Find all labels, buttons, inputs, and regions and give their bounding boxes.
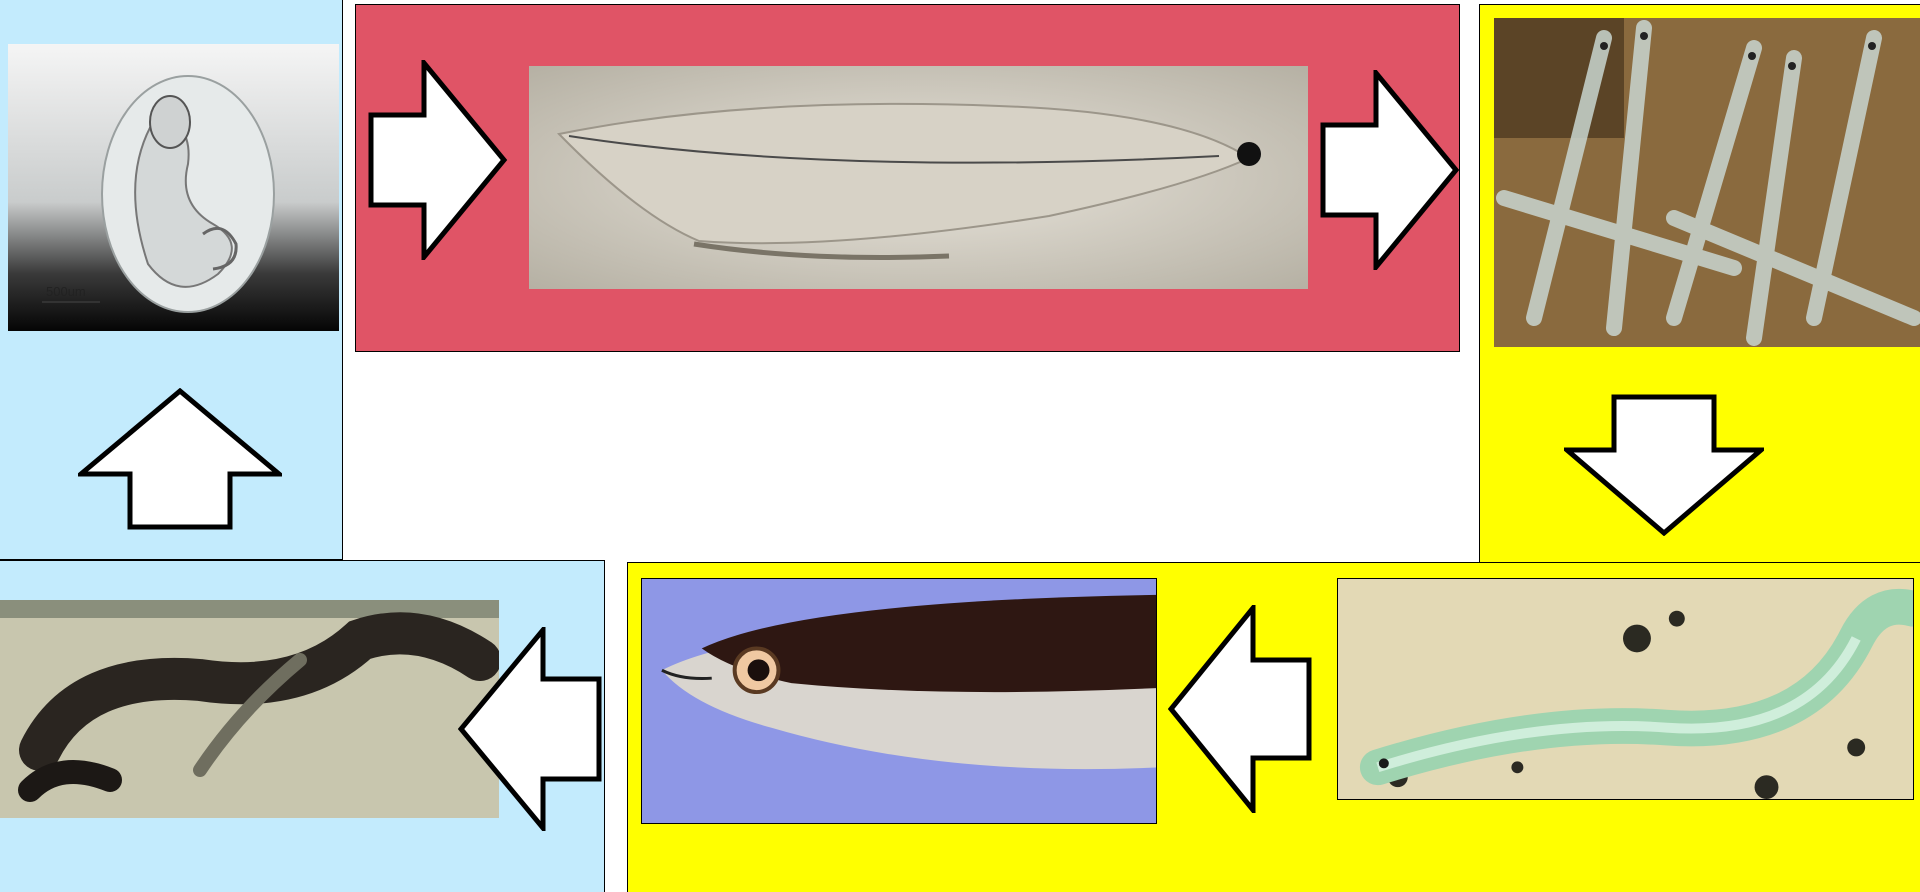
leptocephalus-larva-photo bbox=[529, 66, 1308, 289]
arrow-right-icon bbox=[368, 60, 508, 260]
arrow-right-icon bbox=[1320, 70, 1460, 270]
glass-eels-photo bbox=[1494, 18, 1920, 347]
arrow-left-icon bbox=[1168, 605, 1312, 813]
arrow-down-icon bbox=[1564, 394, 1764, 536]
arrow-left-icon bbox=[458, 627, 602, 831]
scale-bar bbox=[42, 301, 100, 303]
arrow-up-icon bbox=[78, 388, 282, 530]
egg-embryo-photo: 500um bbox=[8, 44, 339, 331]
elver-photo bbox=[1337, 578, 1914, 800]
yellow-eel-photo bbox=[641, 578, 1157, 824]
scale-label: 500um bbox=[46, 284, 86, 299]
silver-eel-photo bbox=[0, 600, 499, 818]
